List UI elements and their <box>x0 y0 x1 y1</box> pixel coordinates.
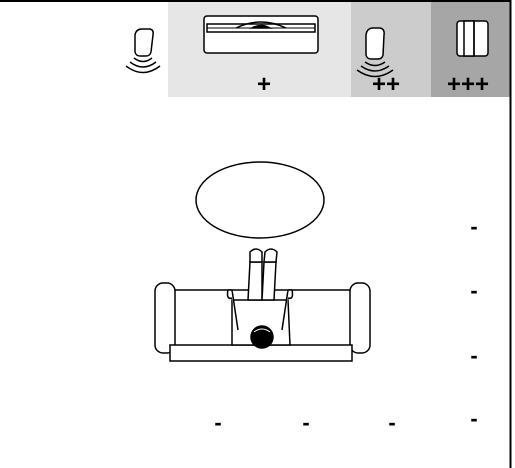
speaker-right-icon <box>356 27 394 78</box>
soundbar-icon <box>203 15 319 54</box>
speaker-left-icon <box>125 28 161 74</box>
tower-speaker-icon <box>456 20 489 57</box>
zone-plus3-label: +++ <box>447 71 489 98</box>
minus-mark: - <box>470 278 477 303</box>
person-icon <box>226 248 294 349</box>
minus-mark: - <box>388 410 395 435</box>
minus-mark: - <box>470 406 477 431</box>
minus-mark: - <box>470 214 477 239</box>
coffee-table <box>195 161 325 239</box>
zone-plus2-label: ++ <box>372 71 400 98</box>
minus-mark: - <box>302 410 309 435</box>
minus-marks: - - - - - - - <box>214 214 477 435</box>
minus-mark: - <box>214 410 221 435</box>
minus-mark: - <box>470 343 477 368</box>
zone-plus2 <box>351 0 431 97</box>
zone-plus-label: + <box>257 71 271 98</box>
